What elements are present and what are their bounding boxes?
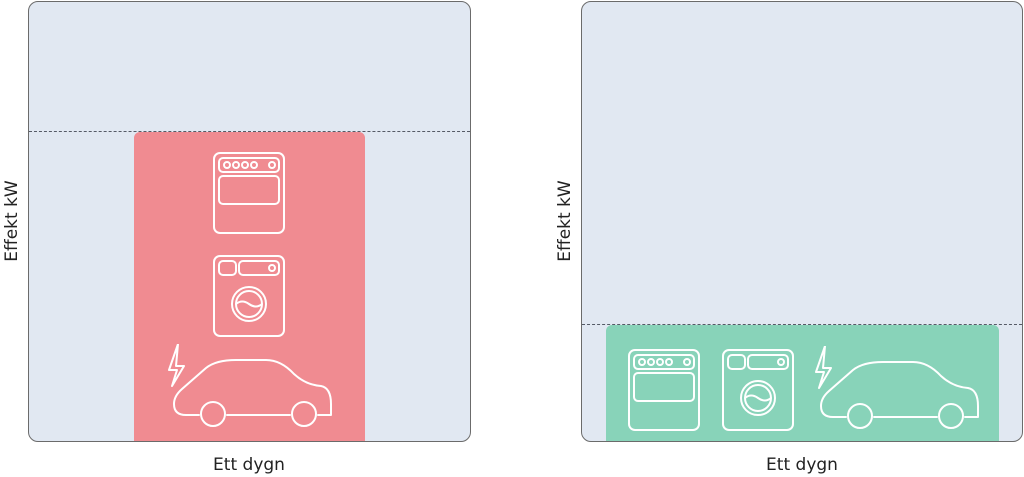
low-spread-block	[606, 325, 999, 441]
washing-machine-icon	[213, 255, 285, 337]
washing-machine-icon	[722, 349, 794, 431]
x-axis-label: Ett dygn	[213, 455, 285, 475]
y-axis-label: Effekt kW	[2, 180, 22, 262]
electric-car-icon	[166, 344, 336, 430]
oven-icon	[628, 349, 700, 431]
peak-line	[29, 131, 470, 132]
oven-icon	[213, 152, 285, 234]
y-axis-label: Effekt kW	[555, 180, 575, 262]
peak-line	[582, 324, 1022, 325]
x-axis-label: Ett dygn	[766, 455, 838, 475]
electric-car-icon	[813, 346, 983, 432]
